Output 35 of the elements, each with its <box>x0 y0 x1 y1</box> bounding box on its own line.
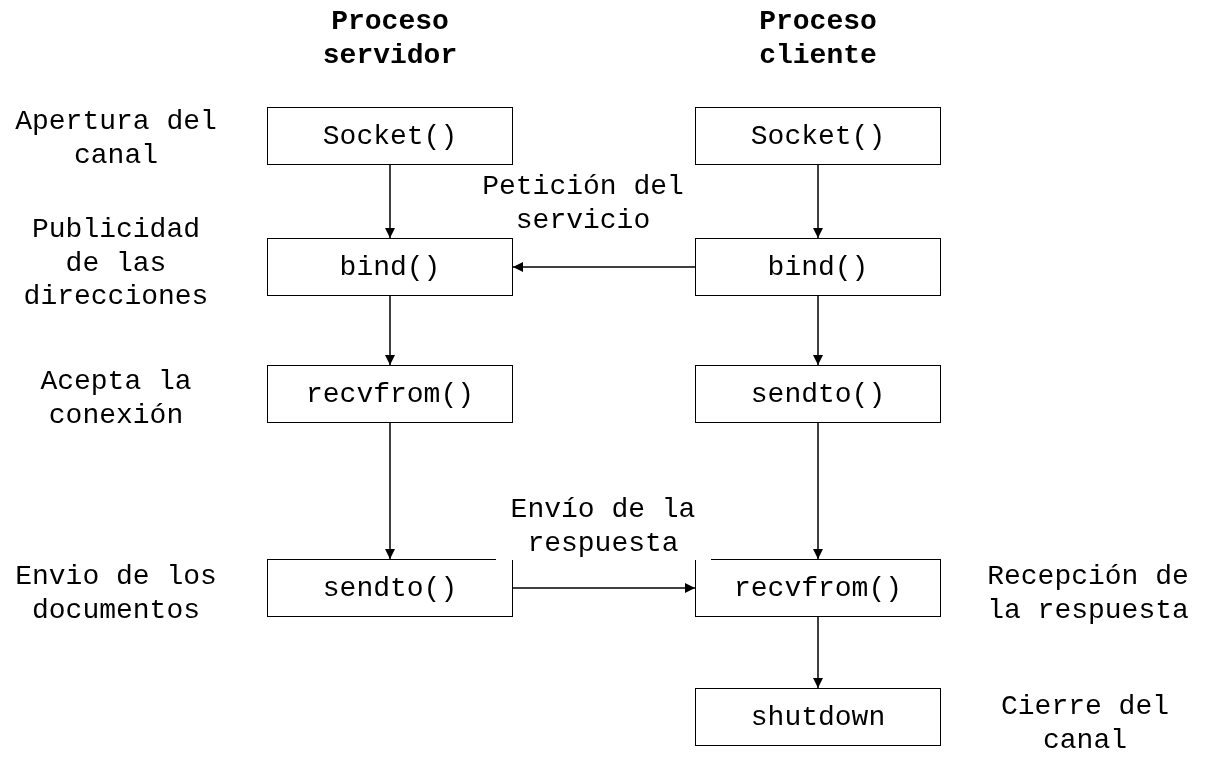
arrow <box>512 583 696 593</box>
step-description: Envio de los documentos <box>14 560 218 628</box>
process-box <box>695 688 941 746</box>
process-box <box>267 559 513 617</box>
function-name: sendto() <box>322 572 458 604</box>
column-heading: Proceso cliente <box>758 5 878 73</box>
function-name: recvfrom() <box>734 572 902 604</box>
column-heading: Proceso servidor <box>321 5 459 73</box>
arrow <box>385 422 395 560</box>
function-name: Socket() <box>322 120 458 152</box>
step-description: Recepción de la respuesta <box>986 560 1190 628</box>
arrow <box>512 262 696 272</box>
step-description: Apertura del canal <box>14 105 218 173</box>
function-name: Socket() <box>750 120 886 152</box>
step-description: Publicidad de las direcciones <box>22 213 210 314</box>
arrow <box>813 295 823 366</box>
function-name: bind() <box>339 251 441 283</box>
process-box <box>695 107 941 165</box>
process-box <box>695 238 941 296</box>
function-name: shutdown <box>750 701 886 733</box>
process-box <box>267 107 513 165</box>
function-name: bind() <box>767 251 869 283</box>
process-box <box>695 365 941 423</box>
arrow <box>385 295 395 366</box>
function-name: recvfrom() <box>306 378 474 410</box>
arrow <box>813 164 823 239</box>
arrow <box>813 422 823 560</box>
arrow <box>385 164 395 239</box>
function-name: sendto() <box>750 378 886 410</box>
step-description: Acepta la conexión <box>39 365 193 433</box>
process-box <box>695 559 941 617</box>
process-box <box>267 365 513 423</box>
step-description: Cierre del canal <box>1000 690 1170 757</box>
arrow <box>813 616 823 689</box>
process-box <box>267 238 513 296</box>
